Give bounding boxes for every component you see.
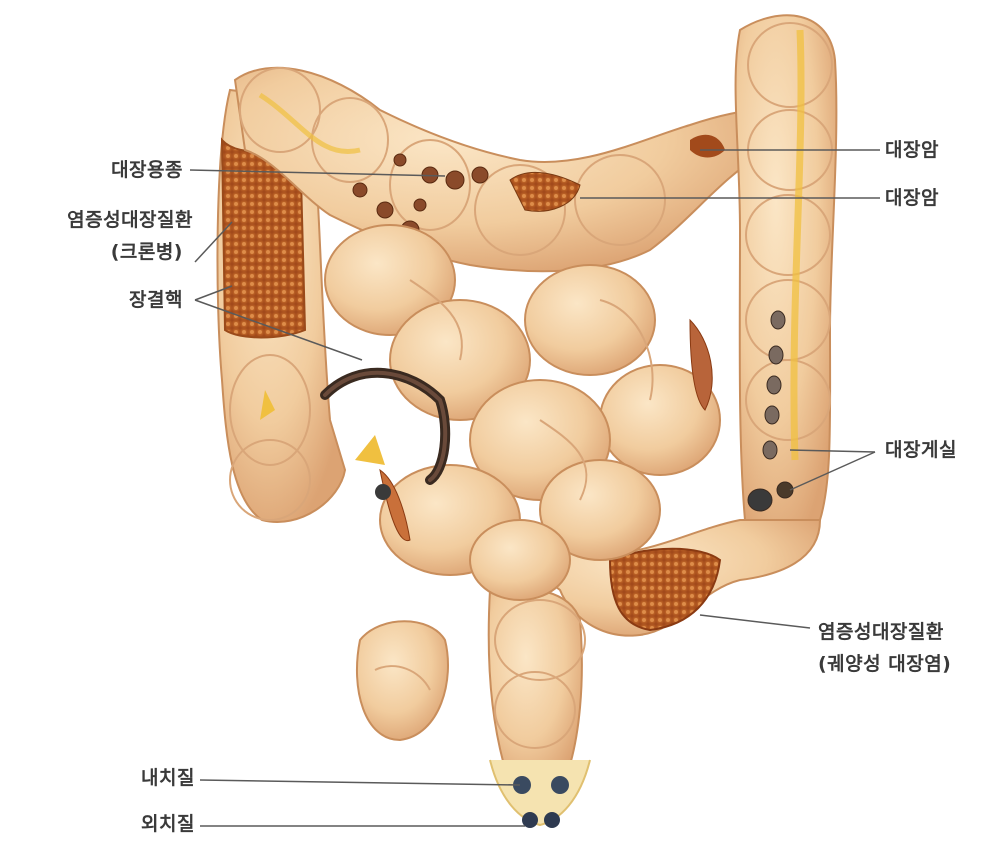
label-external-hemorrhoid: 외치질 [141, 812, 195, 836]
cecum-pouch [357, 621, 448, 740]
label-diverticulum: 대장게실 [885, 438, 957, 462]
label-uc-line2: (궤양성 대장염) [818, 652, 951, 676]
label-cancer-2: 대장암 [885, 186, 939, 210]
label-tb: 장결핵 [129, 288, 183, 312]
descending-colon [736, 15, 837, 538]
label-polyp: 대장용종 [111, 158, 183, 182]
label-uc-line1: 염증성대장질환 [818, 620, 944, 644]
label-crohn-line2: (크론병) [111, 240, 183, 264]
label-cancer-1: 대장암 [885, 138, 939, 162]
rectum [489, 588, 590, 825]
label-crohn-line1: 염증성대장질환 [67, 208, 193, 232]
label-internal-hemorrhoid: 내치질 [141, 766, 195, 790]
